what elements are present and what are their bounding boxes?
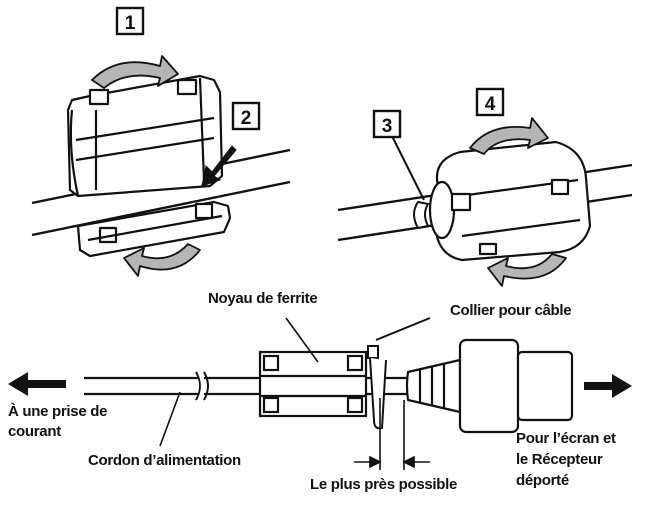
step-4-number: 4 bbox=[485, 94, 496, 115]
left-arrow bbox=[8, 372, 66, 396]
rotate-arrow-bottom bbox=[123, 243, 201, 277]
closed-ferrite-assembly bbox=[337, 117, 633, 287]
assembled-cable-diagram bbox=[8, 317, 632, 470]
cable-tie bbox=[367, 317, 431, 430]
open-ferrite-assembly bbox=[31, 55, 291, 277]
cable-tie-step-3 bbox=[391, 135, 430, 230]
open-core-bottom-half bbox=[76, 200, 232, 258]
to-screen-label-line-2: le Récepteur bbox=[516, 451, 603, 468]
rotate-arrow-top bbox=[91, 55, 179, 89]
step-4-box: 4 bbox=[475, 87, 505, 117]
to-outlet-label-line-1: À une prise de bbox=[8, 403, 108, 420]
plug-connector bbox=[405, 338, 574, 434]
to-outlet-label-line-2: courant bbox=[8, 423, 61, 440]
cable-tie-label: Collier pour câble bbox=[450, 302, 572, 319]
power-cord-label: Cordon d’alimentation bbox=[88, 452, 241, 469]
cord-leader-line bbox=[159, 391, 181, 447]
open-core-top-half bbox=[66, 74, 224, 198]
closed-core-body bbox=[428, 140, 592, 262]
rotate-arrow-top-right bbox=[469, 117, 549, 155]
to-screen-label-line-1: Pour l’écran et bbox=[516, 430, 616, 447]
step-3-number: 3 bbox=[382, 116, 393, 137]
step-1-box: 1 bbox=[115, 6, 145, 36]
ferrite-core bbox=[258, 350, 368, 418]
ferrite-core-label: Noyau de ferrite bbox=[208, 290, 318, 307]
to-screen-label-line-3: déporté bbox=[516, 472, 569, 489]
distance-dimension bbox=[354, 398, 430, 470]
closest-possible-label: Le plus près possible bbox=[310, 476, 458, 493]
cable-lower-line bbox=[31, 180, 291, 237]
insert-cable-arrow bbox=[201, 145, 237, 187]
step-2-box: 2 bbox=[231, 101, 261, 131]
right-arrow bbox=[584, 374, 632, 398]
step-3-box: 3 bbox=[372, 109, 402, 139]
step-2-number: 2 bbox=[241, 108, 252, 129]
step-1-number: 1 bbox=[125, 13, 136, 34]
ferrite-leader-line bbox=[285, 317, 319, 363]
rotate-arrow-bottom-right bbox=[487, 253, 567, 287]
